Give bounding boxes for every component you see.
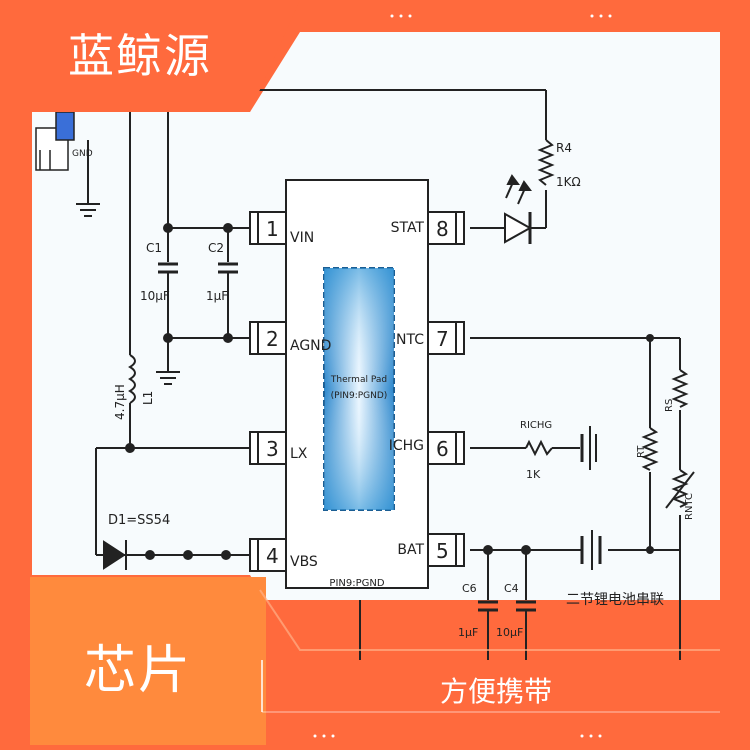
- pin-2-name: AGND: [290, 338, 331, 354]
- resistor-rntc: [671, 469, 689, 508]
- led-symbol: [504, 174, 533, 244]
- c6-label: C6: [462, 582, 477, 595]
- footer-highlight: [30, 577, 266, 745]
- pin-6-name: ICHG: [389, 438, 424, 454]
- d1-label: D1=SS54: [108, 513, 170, 528]
- pin-3-num: 3: [266, 437, 279, 461]
- r4-label: R4: [556, 141, 572, 155]
- resistor-rs: [671, 369, 689, 408]
- c1-label: C1: [146, 241, 162, 255]
- c2-label: C2: [208, 241, 224, 255]
- l1-label: L1: [141, 391, 155, 405]
- header-band: [0, 0, 300, 112]
- pin-6-num: 6: [436, 437, 449, 461]
- rt-label: RT: [636, 445, 647, 458]
- top-dots: [390, 14, 612, 18]
- pin-4-name: VBS: [290, 554, 318, 570]
- l1-value: 4.7µH: [113, 384, 127, 420]
- pin-3-name: LX: [290, 446, 308, 462]
- pin-1-name: VIN: [290, 230, 314, 246]
- thermal-pad-sublabel: (PIN9:PGND): [331, 391, 388, 401]
- battery-label: 二节锂电池串联: [566, 592, 664, 608]
- connector-graphic: [35, 111, 75, 171]
- c1-value: 10µF: [140, 289, 170, 303]
- pin-1-num: 1: [266, 217, 279, 241]
- pin-7-num: 7: [436, 327, 449, 351]
- thermal-pad-label: Thermal Pad: [330, 375, 387, 385]
- pin-4-num: 4: [266, 544, 279, 568]
- richg-label: RICHG: [520, 420, 552, 431]
- pin-5-name: BAT: [397, 542, 424, 558]
- pin-8-name: STAT: [391, 220, 425, 236]
- pin-5-num: 5: [436, 539, 449, 563]
- richg-value: 1K: [526, 468, 541, 481]
- feature-text: 方便携带: [440, 675, 553, 708]
- resistor-rt: [641, 427, 659, 471]
- brand-name: 蓝鲸源: [68, 29, 212, 83]
- pin-2-num: 2: [266, 327, 279, 351]
- rntc-label: RNTC: [684, 493, 695, 520]
- r4-value: 1KΩ: [556, 175, 581, 189]
- c4-label: C4: [504, 582, 519, 595]
- resistor-r4: [537, 139, 555, 186]
- c4-value: 10µF: [496, 626, 523, 639]
- junction-dots: [125, 223, 654, 560]
- product-title: 芯片: [84, 641, 193, 701]
- diode-d1: [103, 540, 127, 570]
- ic-bottom-label: PIN9:PGND: [329, 578, 384, 589]
- bottom-dots: [313, 734, 602, 738]
- pin-8-num: 8: [436, 217, 449, 241]
- c2-value: 1µF: [206, 289, 228, 303]
- rs-label: RS: [664, 399, 675, 412]
- gnd-label: GND: [72, 149, 93, 159]
- c6-value: 1µF: [458, 626, 478, 639]
- ic-right-pins: [427, 211, 465, 567]
- pin-7-name: NTC: [396, 332, 424, 348]
- ic-left-pins: [249, 211, 287, 572]
- resistor-richg: [525, 439, 553, 457]
